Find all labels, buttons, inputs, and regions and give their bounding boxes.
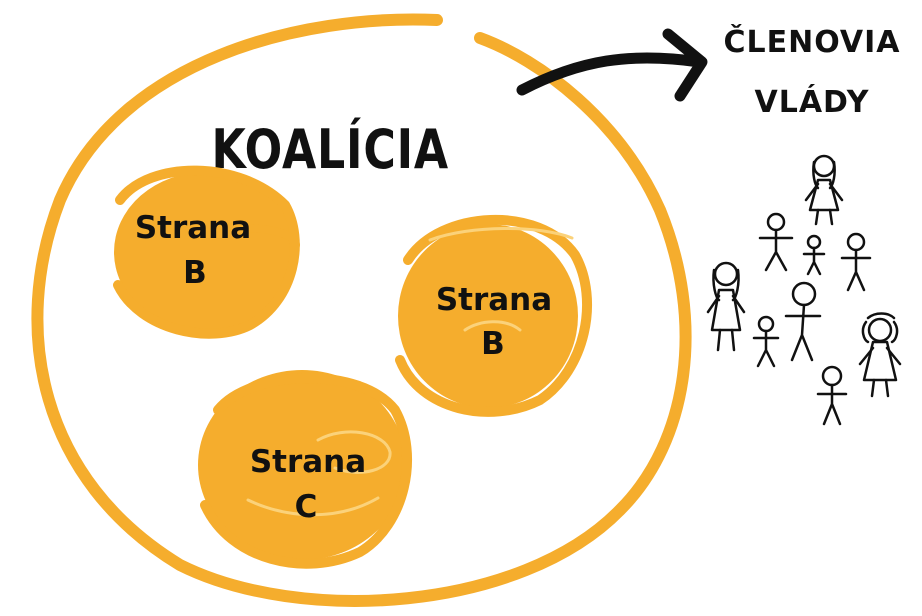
woman-figure-icon [858, 312, 902, 398]
party-a-label-line1: Strana [135, 210, 251, 246]
woman-figure-icon [804, 154, 844, 226]
party-b-circle: Strana B [395, 214, 592, 417]
man-figure-icon [816, 365, 848, 426]
woman-figure-icon [706, 261, 746, 352]
party-c-label-line2: C [295, 489, 318, 525]
coalition-ring [31, 13, 692, 607]
child-figure-icon [802, 234, 826, 276]
arrow-icon [516, 28, 708, 102]
party-b-label-line1: Strana [436, 282, 552, 318]
party-a-circle: Strana B [113, 165, 300, 339]
child-figure-icon [752, 315, 780, 368]
members-label-line1: ČLENOVIA [723, 23, 900, 60]
party-a-label-line2: B [183, 255, 207, 291]
man-figure-icon [840, 232, 872, 292]
party-c-label-line1: Strana [250, 444, 366, 480]
man-figure-icon [758, 212, 794, 272]
party-b-label-line2: B [481, 326, 505, 362]
party-c-circle: Strana C [198, 370, 412, 569]
coalition-title: KOALÍCIA [212, 117, 449, 182]
members-label-line2: VLÁDY [755, 84, 870, 120]
people-group [706, 154, 902, 426]
man-figure-icon [784, 281, 822, 362]
